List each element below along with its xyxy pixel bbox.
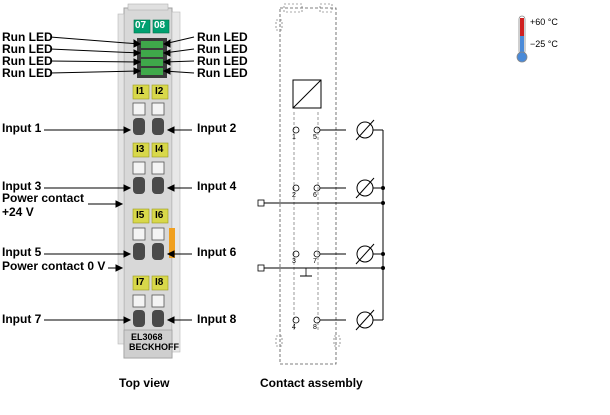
label-leaders — [44, 36, 195, 324]
input-tag-i8: I8 — [155, 277, 164, 288]
label-input-5: Input 5 — [2, 245, 42, 259]
label-input-4: Input 4 — [197, 179, 237, 193]
terminal-number-1: 1 — [292, 134, 296, 141]
terminal-clamps — [132, 102, 165, 327]
input-tag-rows — [132, 84, 169, 291]
input-tag-i4: I4 — [155, 144, 164, 155]
terminal-number-5: 5 — [313, 134, 317, 141]
label-power-contact-24v: Power contact +24 V — [2, 191, 85, 219]
input-tag-i7: I7 — [136, 277, 145, 288]
input-tag-i5: I5 — [136, 210, 145, 221]
label-run-led-6: Run LED — [197, 42, 248, 56]
run-led-3 — [141, 59, 163, 66]
label-run-led-5: Run LED — [197, 30, 248, 44]
module-brand: BECKHOFF — [129, 342, 179, 352]
terminal-number-3: 3 — [292, 258, 296, 265]
channel-tag-07-label: 07 — [135, 20, 147, 31]
run-led-4 — [141, 68, 163, 75]
terminal-number-4: 4 — [292, 324, 296, 331]
caption-top-view: Top view — [119, 376, 170, 390]
channel-tag-07 — [133, 19, 151, 34]
label-power-contact-0v: Power contact 0 V — [2, 259, 106, 273]
label-run-led-2: Run LED — [2, 42, 53, 56]
input-tag-i6: I6 — [155, 210, 164, 221]
orange-terminal-marker — [169, 228, 175, 258]
label-run-led-1: Run LED — [2, 30, 53, 44]
input-tag-i3: I3 — [136, 144, 145, 155]
label-run-led-3: Run LED — [2, 54, 53, 68]
terminal-number-2: 2 — [292, 192, 296, 199]
label-run-led-7: Run LED — [197, 54, 248, 68]
module-model: EL3068 — [131, 332, 163, 342]
thermometer-icon — [516, 15, 528, 63]
channel-tag-08 — [152, 19, 170, 34]
input-tag-i2: I2 — [155, 86, 164, 97]
run-led-2 — [141, 50, 163, 57]
temperature-max: +60 °C — [530, 17, 558, 27]
terminal-number-7: 7 — [313, 258, 317, 265]
label-input-6: Input 6 — [197, 245, 237, 259]
terminal-number-8: 8 — [313, 324, 317, 331]
label-input-3: Input 3 — [2, 179, 42, 193]
terminal-number-6: 6 — [313, 192, 317, 199]
caption-contact-assembly: Contact assembly — [260, 376, 363, 390]
label-input-2: Input 2 — [197, 121, 237, 135]
channel-tags — [133, 19, 170, 34]
led-block — [137, 38, 167, 78]
label-input-8: Input 8 — [197, 312, 237, 326]
label-input-1: Input 1 — [2, 121, 42, 135]
channel-tag-08-label: 08 — [154, 20, 166, 31]
input-tag-i1: I1 — [136, 86, 145, 97]
label-input-7: Input 7 — [2, 312, 42, 326]
run-led-1 — [141, 41, 163, 48]
label-run-led-8: Run LED — [197, 66, 248, 80]
contact-assembly — [257, 3, 385, 365]
label-run-led-4: Run LED — [2, 66, 53, 80]
temperature-min: −25 °C — [530, 39, 558, 49]
